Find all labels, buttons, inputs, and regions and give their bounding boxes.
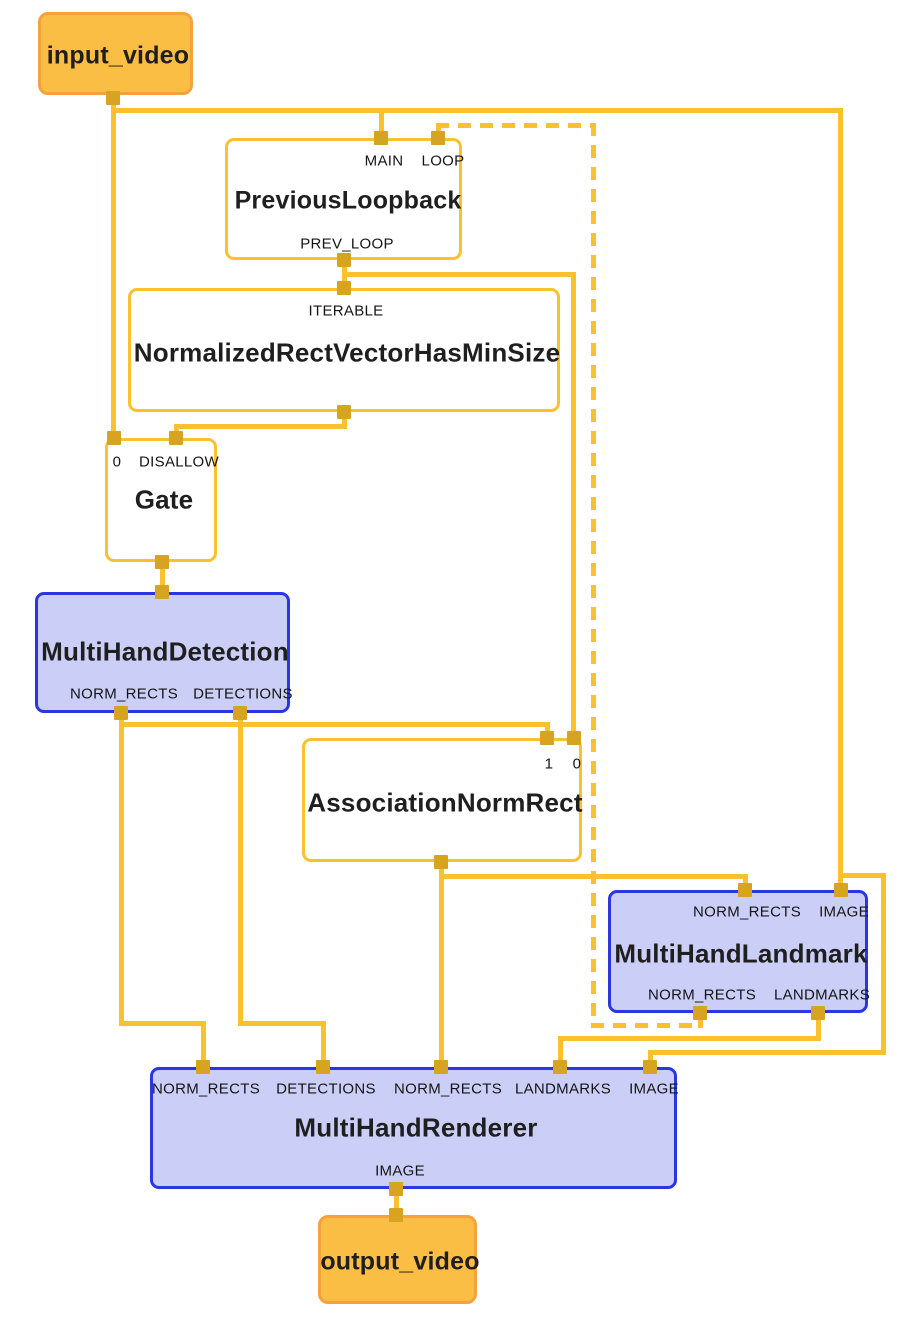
port-label-in-norm-rects-2: NORM_RECTS — [393, 1080, 503, 1098]
edge-image-to-renderer-v — [647, 1049, 653, 1068]
node-association-norm-rect[interactable]: AssociationNormRect 1 0 — [302, 738, 583, 862]
node-output-video[interactable]: output_video — [318, 1215, 480, 1304]
edge-anr-to-mhl-v — [742, 873, 748, 891]
edge-mhl-landmarks-v1 — [815, 1013, 821, 1041]
port-label-in-norm-rects: NORM_RECTS — [692, 903, 802, 921]
edge-loopback-stub-bottom — [697, 1013, 703, 1028]
port-mhr-in-image — [643, 1060, 657, 1074]
port-label-detections: DETECTIONS — [193, 685, 293, 703]
port-anr-out — [434, 855, 448, 869]
edge-mhd-normrects-v — [118, 713, 124, 1026]
port-label-zero: 0 — [572, 755, 582, 773]
port-mhl-in-image — [834, 883, 848, 897]
edge-nrv-to-disallow-h — [173, 423, 347, 429]
port-label-main: MAIN — [364, 152, 404, 170]
port-label-loop: LOOP — [421, 152, 465, 170]
edge-image-fork-h — [837, 872, 886, 878]
edge-mhd-normrects-drop — [200, 1020, 206, 1068]
port-label-out-image: IMAGE — [375, 1162, 425, 1180]
node-gate[interactable]: Gate 0 DISALLOW — [105, 438, 219, 562]
port-label-in-norm-rects-1: NORM_RECTS — [151, 1080, 261, 1098]
port-label-zero: 0 — [112, 453, 122, 471]
port-mhr-in-normrects-2 — [434, 1060, 448, 1074]
edge-image-to-renderer-h — [647, 1049, 886, 1055]
edge-renderer-to-outputvideo — [393, 1189, 399, 1215]
port-anr-zero — [567, 731, 581, 745]
port-gate-disallow — [169, 431, 183, 445]
port-mhr-out-image — [389, 1182, 403, 1196]
edge-loopback-dashed-v — [590, 122, 596, 1026]
port-mhd-in — [155, 585, 169, 599]
port-label-prev-loop: PREV_LOOP — [300, 235, 394, 253]
edge-nrv-out-v — [341, 412, 347, 429]
edge-mhd-detections-h — [237, 1020, 326, 1026]
edge-anr-out-v — [438, 862, 444, 1067]
port-previousloopback-loop — [431, 131, 445, 145]
node-title: output_video — [320, 1247, 480, 1276]
edge-mhd-normrects-to-anr1-h — [118, 721, 550, 727]
edge-mhl-landmarks-h — [557, 1035, 821, 1041]
edge-inputvideo-to-mhl-image — [837, 107, 843, 891]
port-mhr-in-normrects-1 — [196, 1060, 210, 1074]
port-mhr-in-detections — [316, 1060, 330, 1074]
port-previousloopback-main — [374, 131, 388, 145]
port-output-video-in — [389, 1208, 403, 1222]
port-label-out-landmarks: LANDMARKS — [773, 986, 871, 1004]
port-label-in-detections: DETECTIONS — [276, 1080, 376, 1098]
node-multi-hand-landmark[interactable]: MultiHandLandmark NORM_RECTS IMAGE NORM_… — [608, 890, 871, 1013]
edge-inputvideo-to-gate0 — [110, 98, 116, 438]
node-title: input_video — [46, 41, 190, 70]
port-mhl-in-normrects — [738, 883, 752, 897]
node-multi-hand-detection[interactable]: MultiHandDetection NORM_RECTS DETECTIONS — [35, 592, 293, 713]
port-label-in-image: IMAGE — [819, 903, 869, 921]
port-label-in-landmarks: LANDMARKS — [514, 1080, 612, 1098]
edge-image-fork-v — [880, 872, 886, 1055]
port-label-disallow: DISALLOW — [139, 453, 219, 471]
port-mhr-in-landmarks — [553, 1060, 567, 1074]
port-mhd-detections — [233, 706, 247, 720]
edge-mhd-detections-drop — [320, 1020, 326, 1068]
port-mhl-out-landmarks — [811, 1006, 825, 1020]
edge-inputvideo-to-main — [378, 107, 384, 139]
edge-loopback-stub-top — [435, 122, 441, 139]
edge-mhl-landmarks-v2 — [557, 1035, 563, 1068]
node-multi-hand-renderer[interactable]: MultiHandRenderer NORM_RECTS DETECTIONS … — [150, 1067, 679, 1189]
port-nrv-iterable — [337, 281, 351, 295]
edge-inputvideo-bus-h — [110, 107, 843, 113]
edge-prevloop-to-anr0-v — [570, 271, 576, 739]
port-anr-one — [540, 731, 554, 745]
edge-loopback-dashed-h-bottom — [590, 1022, 701, 1028]
port-label-in-image: IMAGE — [629, 1080, 679, 1098]
edge-mhd-detections-v — [237, 713, 243, 1026]
edge-mhd-normrects-h — [118, 1020, 206, 1026]
node-title: AssociationNormRect — [307, 787, 583, 818]
port-gate-out — [155, 555, 169, 569]
node-title: Gate — [134, 484, 194, 515]
node-previous-loopback[interactable]: PreviousLoopback MAIN LOOP PREV_LOOP — [225, 138, 465, 260]
edge-loopback-dashed-h-top — [435, 122, 594, 128]
node-title: MultiHandRenderer — [294, 1112, 538, 1143]
node-input-video[interactable]: input_video — [38, 12, 193, 95]
node-title: MultiHandLandmark — [614, 938, 868, 969]
port-gate-zero — [107, 431, 121, 445]
port-nrv-out — [337, 405, 351, 419]
port-label-norm-rects: NORM_RECTS — [69, 685, 179, 703]
node-title: MultiHandDetection — [41, 636, 289, 667]
node-title: PreviousLoopback — [234, 186, 462, 215]
edge-prevloop-branch-h — [341, 271, 576, 277]
port-label-one: 1 — [544, 755, 554, 773]
port-previousloopback-prevloop — [337, 253, 351, 267]
port-label-out-norm-rects: NORM_RECTS — [647, 986, 757, 1004]
edge-gate-to-mhd — [159, 562, 165, 592]
port-input-video-out — [106, 91, 120, 105]
edge-mhd-normrects-to-anr1-v — [544, 721, 550, 739]
port-mhd-normrects — [114, 706, 128, 720]
node-normalized-rect-vector-has-min-size[interactable]: NormalizedRectVectorHasMinSize ITERABLE — [128, 288, 560, 412]
port-mhl-out-normrects — [693, 1006, 707, 1020]
port-label-iterable: ITERABLE — [308, 302, 384, 320]
node-title: NormalizedRectVectorHasMinSize — [133, 337, 561, 368]
